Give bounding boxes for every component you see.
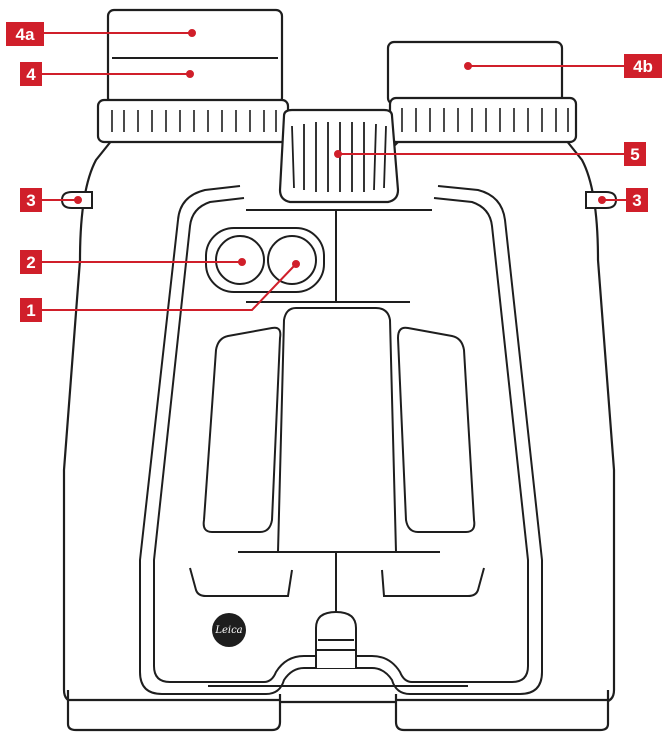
right-eyecup: [386, 40, 564, 106]
label-5: 5: [624, 142, 646, 166]
receiver-lens: [267, 235, 317, 285]
label-4a: 4a: [6, 22, 44, 46]
label-1: 1: [20, 298, 42, 322]
right-diopter-ring: [388, 96, 578, 144]
tripod-slot: [315, 610, 357, 668]
right-eyepiece: [386, 40, 578, 144]
left-diopter-ring: [96, 98, 290, 144]
label-3-right-text: 3: [632, 191, 641, 210]
label-1-text: 1: [26, 301, 35, 320]
ring-knurling: [111, 108, 569, 132]
label-4: 4: [20, 62, 42, 86]
label-5-text: 5: [630, 145, 639, 164]
label-4b-text: 4b: [633, 57, 653, 76]
left-grip-pad: [202, 326, 282, 533]
rangefinder-window: [205, 227, 325, 293]
callout-labels: 4a 4 4b 5 3 3 2 1: [6, 22, 662, 322]
label-3-left-text: 3: [26, 191, 35, 210]
label-3-left: 3: [20, 188, 42, 212]
label-4-text: 4: [26, 65, 36, 84]
leader-1: [40, 265, 295, 311]
right-bottom-foot: [394, 690, 610, 732]
right-grip-pad: [396, 326, 476, 533]
left-eyepiece: [96, 8, 290, 144]
panel-detail-lines: [208, 209, 468, 687]
label-2: 2: [20, 250, 42, 274]
label-4a-text: 4a: [16, 25, 35, 44]
left-bottom-foot: [66, 690, 282, 732]
label-2-text: 2: [26, 253, 35, 272]
leader-lines: [40, 29, 626, 311]
logo-text: Leica: [214, 625, 242, 636]
center-plate: [276, 307, 398, 553]
label-3-right: 3: [626, 188, 648, 212]
lower-recesses: [189, 567, 485, 597]
leica-logo-icon: Leica: [212, 613, 246, 647]
label-4b: 4b: [624, 54, 662, 78]
